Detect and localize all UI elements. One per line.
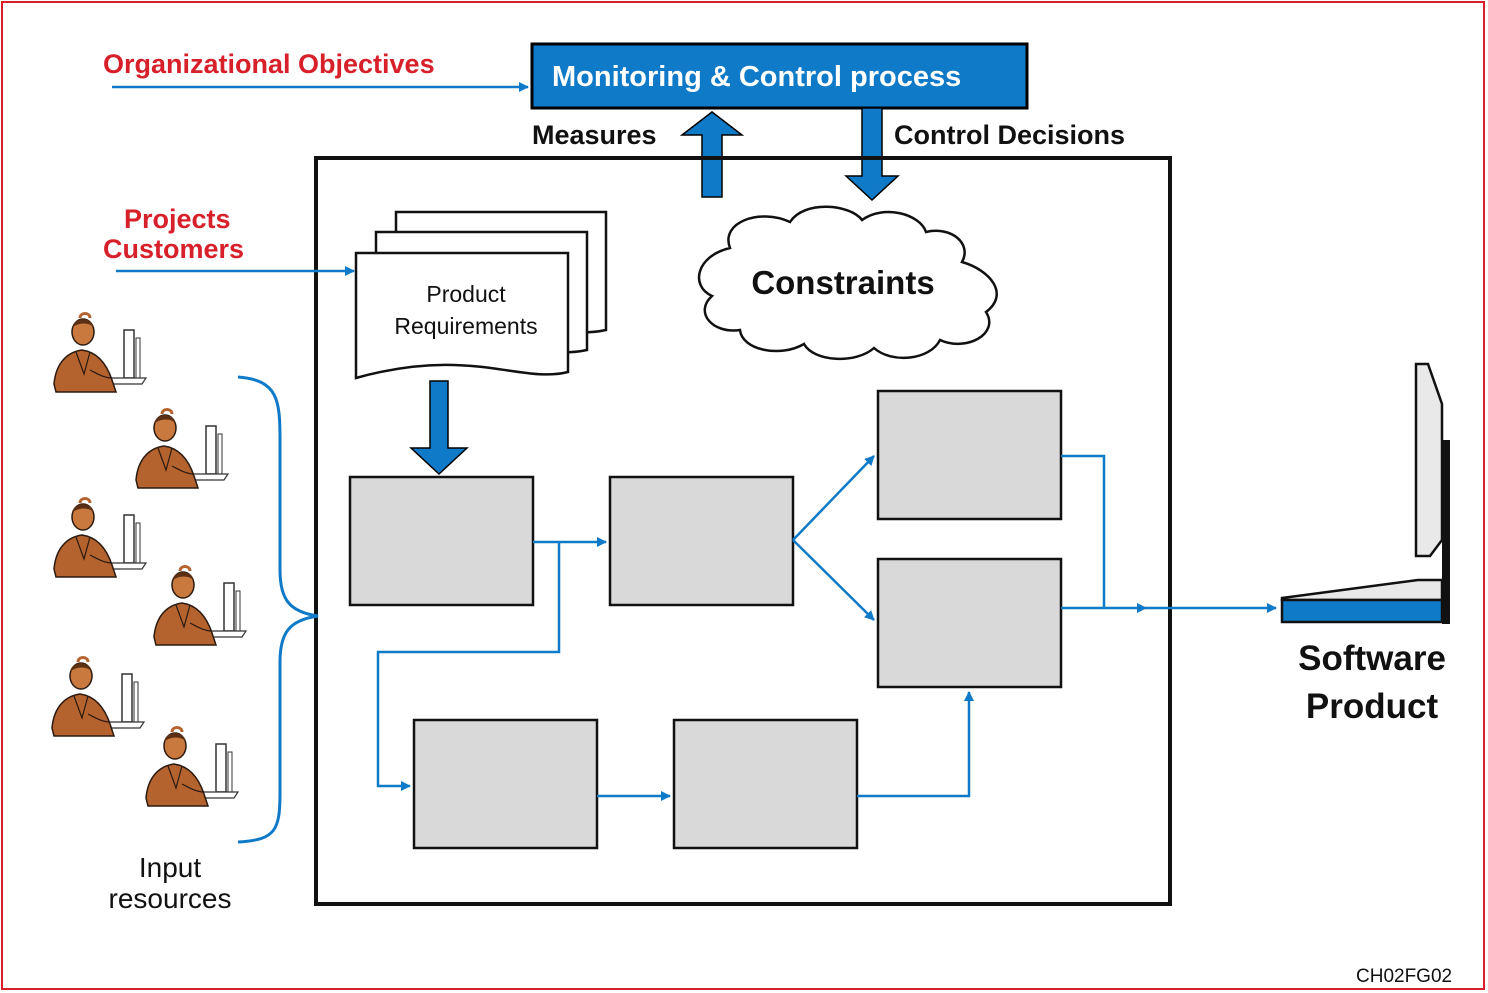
software-product-label-1: Software bbox=[1298, 639, 1446, 678]
input-resources-brace bbox=[237, 375, 319, 844]
measures-label: Measures bbox=[532, 120, 657, 150]
task-box-6 bbox=[672, 718, 859, 850]
customers-label: Customers bbox=[103, 234, 244, 264]
task-box-3 bbox=[876, 389, 1063, 521]
projects-label: Projects bbox=[124, 204, 231, 234]
input-resources-label-1: Input bbox=[139, 852, 201, 883]
measures-arrow bbox=[679, 111, 745, 198]
laptop-icon bbox=[1280, 362, 1450, 624]
input-resources-label-2: resources bbox=[109, 883, 232, 914]
constraints-label: Constraints bbox=[751, 264, 934, 301]
product-requirements-label-2: Requirements bbox=[394, 313, 537, 339]
constraints-cloud bbox=[697, 205, 998, 360]
task-box-1 bbox=[348, 475, 535, 607]
process-frame bbox=[314, 156, 1172, 906]
requirements-arrow bbox=[409, 380, 469, 476]
monitoring-control-label: Monitoring & Control process bbox=[552, 61, 961, 93]
organizational-objectives-label: Organizational Objectives bbox=[103, 49, 435, 79]
task-box-5 bbox=[412, 718, 599, 850]
product-requirements-label-1: Product bbox=[426, 281, 506, 307]
task-box-4 bbox=[876, 557, 1063, 689]
monitoring-control-box bbox=[530, 42, 1029, 110]
product-requirements-document bbox=[354, 210, 608, 380]
person-at-computer-icon bbox=[50, 312, 248, 808]
control-decisions-arrow bbox=[844, 107, 900, 202]
software-product-label-2: Product bbox=[1306, 687, 1439, 726]
task-box-2 bbox=[608, 475, 795, 607]
control-decisions-label: Control Decisions bbox=[894, 120, 1125, 150]
figure-reference: CH02FG02 bbox=[1356, 966, 1452, 987]
flow-connectors bbox=[376, 454, 1277, 801]
